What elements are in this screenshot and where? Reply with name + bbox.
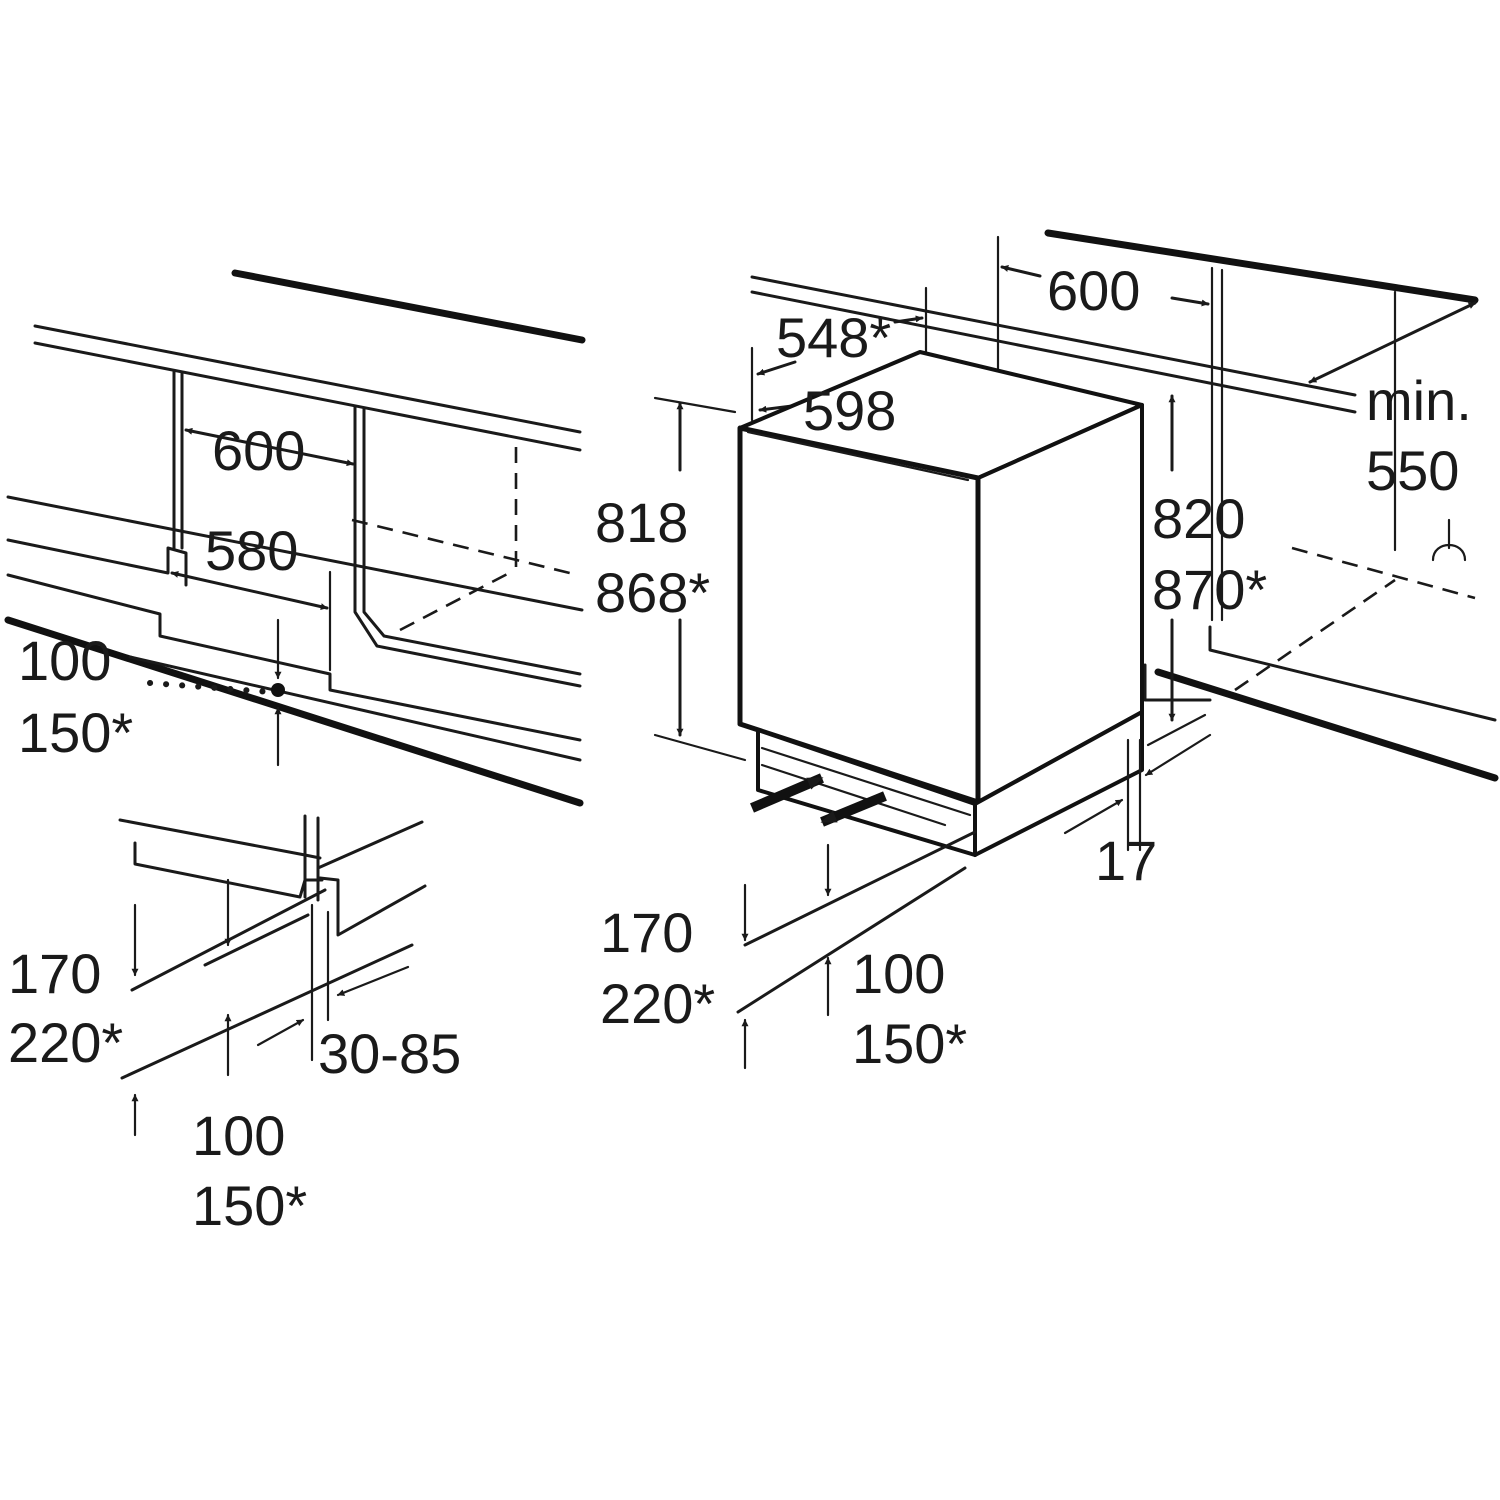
cabinet-side-right-inner	[362, 407, 582, 676]
plinth-lower	[6, 573, 582, 742]
air-outlet-arrow	[820, 791, 887, 827]
wall-symbol	[1431, 518, 1467, 562]
min-depth-label: 550	[1366, 439, 1459, 502]
plinth-inner-line	[760, 746, 972, 817]
dim-548-line	[756, 360, 797, 376]
right-worktop-front-bottom	[750, 290, 1357, 414]
plinth-inner-line-b	[760, 763, 947, 827]
niche-width-label: 600	[212, 419, 305, 482]
right-worktop-front-top	[750, 275, 1357, 397]
niche-view: 600 580 100 150*	[4, 269, 586, 807]
floor-edge	[4, 616, 584, 807]
plinth-top	[6, 495, 584, 612]
detail-vent-gap-alt-label: 150*	[192, 1174, 307, 1237]
detail-30-85-arrow-left	[256, 1018, 305, 1047]
air-inlet-arrow	[750, 773, 824, 813]
plinth-recess-label: 17	[1095, 829, 1157, 892]
detail-floor-c	[203, 913, 310, 967]
dim-17-arrow-right	[1144, 733, 1212, 777]
dim-818-ext-bottom	[653, 733, 747, 762]
vent-height-label: 100	[18, 629, 111, 692]
niche-floor-diag	[399, 568, 516, 632]
niche-height-alt-label: 870*	[1152, 558, 1267, 621]
vent-height-alt-label: 150*	[18, 701, 133, 764]
right-plinth-height-alt-label: 220*	[600, 972, 715, 1035]
right-vent-gap-label: 100	[852, 942, 945, 1005]
dim-600-line-right-b	[1170, 296, 1210, 307]
worktop-edge	[231, 269, 586, 344]
height-label: 818	[595, 491, 688, 554]
appliance-view: 600 548* 598 818 868* 820 870* min. 550 …	[595, 229, 1499, 1075]
dim-580-line	[170, 570, 329, 611]
depth-label: 548*	[776, 306, 891, 369]
dim-818-ext-top	[653, 396, 737, 414]
floor-dash-2	[1234, 578, 1396, 692]
door-edge	[746, 430, 970, 482]
right-floor-edge	[1154, 668, 1499, 782]
floor-dash-1	[1291, 546, 1476, 600]
width-label: 598	[803, 379, 896, 442]
worktop-front-top	[33, 324, 582, 434]
detail-plinth-height-alt-label: 220*	[8, 1011, 123, 1074]
right-niche-width-label: 600	[1047, 259, 1140, 322]
min-label: min.	[1366, 369, 1472, 432]
appliance-plinth-side	[973, 710, 1144, 857]
niche-floor-back	[351, 518, 579, 577]
floor-front	[128, 655, 582, 762]
detail-cabinet-front	[318, 876, 427, 937]
height-alt-label: 868*	[595, 561, 710, 624]
dim-600-line-right	[1000, 265, 1042, 278]
detail-plinth-front	[133, 841, 324, 899]
right-niche-wall	[1143, 663, 1212, 702]
dim-17-ext-diag	[1146, 713, 1207, 747]
depth-dim-line	[1308, 301, 1477, 384]
detail-plinth-top	[118, 818, 322, 860]
vent-point	[271, 683, 285, 697]
right-floor-line-a	[743, 830, 977, 947]
detail-cabinet	[316, 820, 424, 870]
dim-17-arrow-left	[1063, 798, 1124, 835]
worktop-front-bottom	[33, 341, 582, 452]
detail-30-85-arrow-right	[336, 965, 410, 997]
detail-floor-b	[120, 943, 414, 1080]
detail-vent-gap-label: 100	[192, 1104, 285, 1167]
right-worktop-edge	[1044, 229, 1479, 304]
right-niche-side	[1208, 625, 1497, 722]
detail-offset-label: 30-85	[318, 1022, 461, 1085]
dim-548-line-b	[893, 315, 924, 324]
right-floor-line-b	[736, 866, 967, 1014]
right-plinth-height-label: 170	[600, 901, 693, 964]
plinth-detail-view: 170 220* 30-85 100 150*	[8, 814, 461, 1237]
detail-plinth-height-label: 170	[8, 942, 101, 1005]
plinth-front	[6, 538, 188, 587]
cabinet-side-right	[353, 405, 582, 688]
inner-width-label: 580	[205, 519, 298, 582]
niche-height-label: 820	[1152, 487, 1245, 550]
dim-600-line	[184, 427, 355, 467]
right-vent-gap-alt-label: 150*	[852, 1012, 967, 1075]
